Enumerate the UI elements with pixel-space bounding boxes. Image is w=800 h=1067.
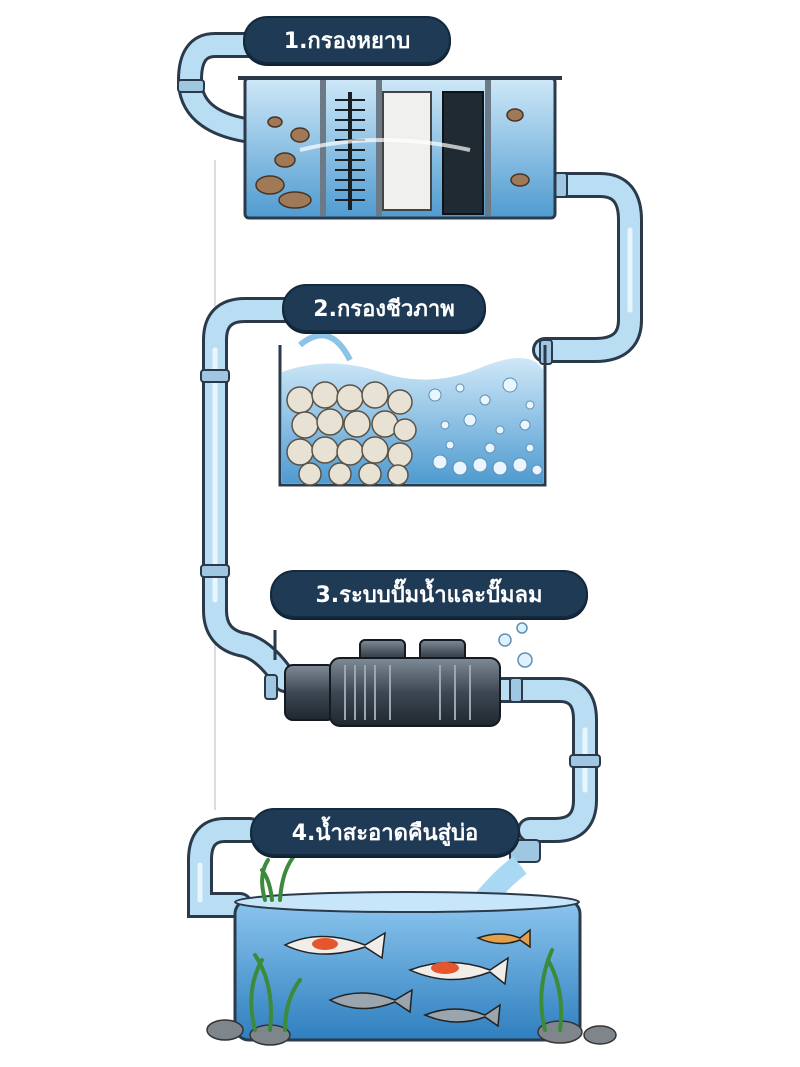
step-4-text: 4.น้ำสะอาดคืนสู่บ่อ — [291, 820, 479, 846]
brush-filter — [335, 92, 365, 210]
fish — [283, 928, 531, 1028]
step-1-text: 1.กรองหยาบ — [283, 28, 411, 54]
water-pump — [273, 622, 533, 727]
bio-balls — [286, 381, 417, 486]
step-4-label: 4.น้ำสะอาดคืนสู่บ่อ — [250, 808, 520, 856]
rocks — [206, 1019, 617, 1046]
sponge-filter — [382, 91, 432, 211]
coarse-filter-tank — [238, 76, 562, 220]
bio-filter-tank — [278, 332, 547, 487]
step-1-label: 1.กรองหยาบ — [243, 16, 451, 64]
step-3-text: 3.ระบบปั๊มน้ำและปั๊มลม — [315, 582, 543, 608]
koi-pond — [206, 853, 617, 1046]
step-2-label: 2.กรองชีวภาพ — [282, 284, 486, 332]
air-bubbles — [428, 377, 543, 476]
debris — [255, 108, 530, 209]
step-3-label: 3.ระบบปั๊มน้ำและปั๊มลม — [270, 570, 588, 618]
pump-bubbles — [498, 622, 533, 668]
mat-filter — [442, 91, 484, 215]
step-2-text: 2.กรองชีวภาพ — [313, 296, 455, 322]
plants — [249, 853, 564, 1032]
